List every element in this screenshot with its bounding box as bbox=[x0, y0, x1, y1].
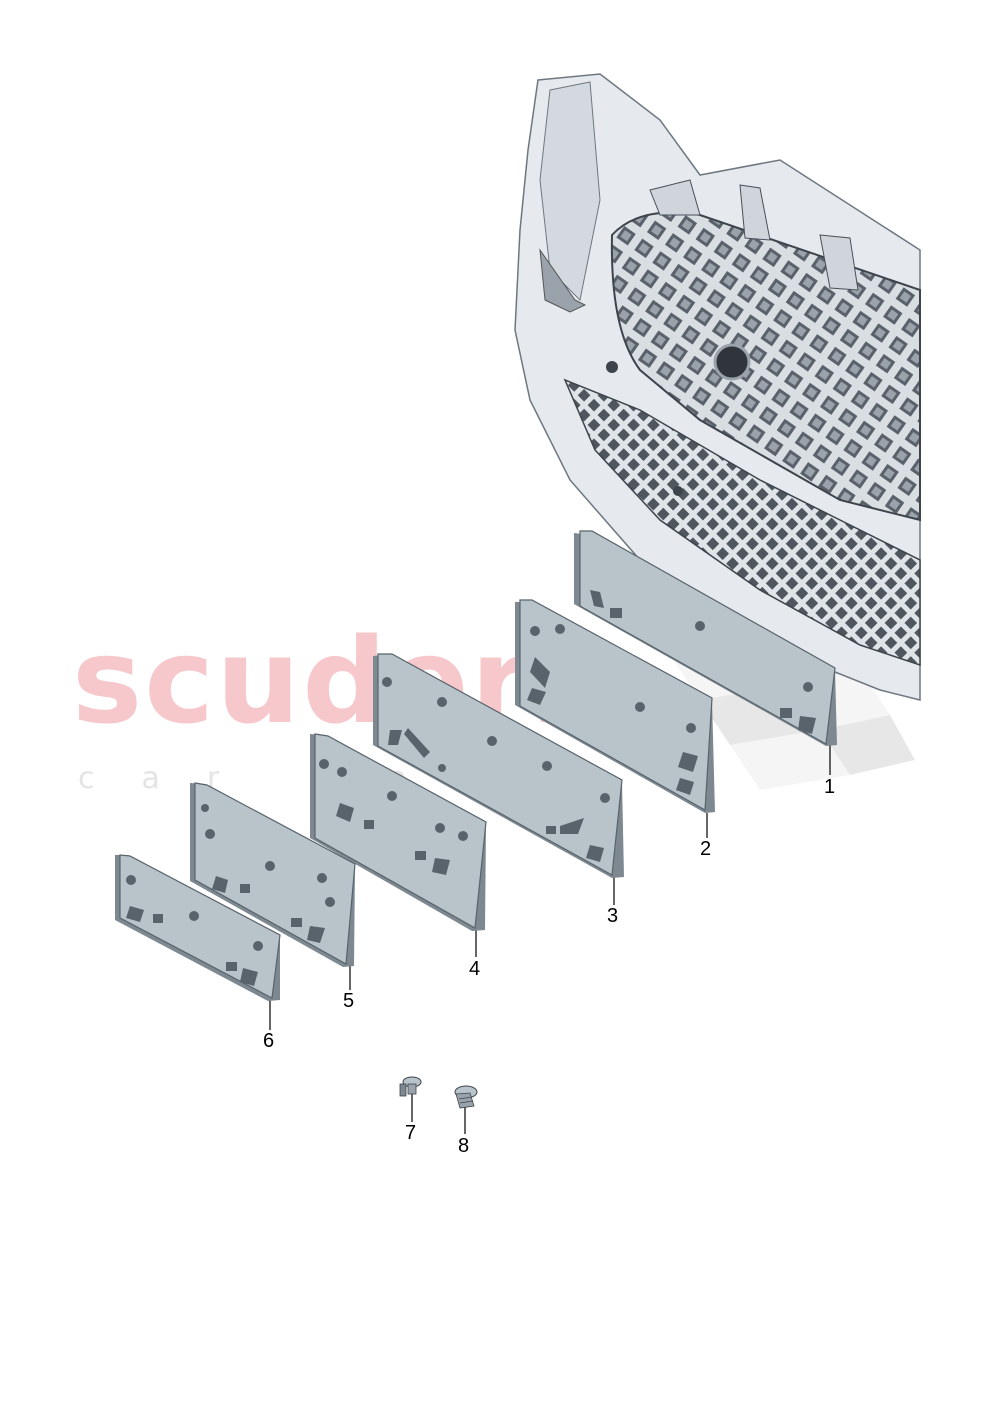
callout-1: 1 bbox=[824, 776, 835, 798]
lower-grille-mesh bbox=[563, 378, 921, 667]
grille-emblem bbox=[713, 343, 751, 381]
front-bumper bbox=[514, 73, 921, 701]
license-plate-bracket-2 bbox=[515, 599, 715, 813]
license-plate-bracket-5 bbox=[190, 782, 356, 967]
screw-fastener-8 bbox=[454, 1085, 478, 1109]
callout-6: 6 bbox=[263, 1030, 274, 1052]
callout-4: 4 bbox=[469, 958, 480, 980]
radiator-grille bbox=[610, 211, 921, 522]
license-plate-bracket-1 bbox=[574, 530, 837, 746]
license-plate-bracket-3 bbox=[373, 653, 624, 878]
callout-2: 2 bbox=[700, 838, 711, 860]
callout-numbers: 1 2 3 4 5 6 7 8 bbox=[263, 776, 835, 1157]
callout-3: 3 bbox=[607, 905, 618, 927]
callout-5: 5 bbox=[343, 990, 354, 1012]
license-plate-bracket-4 bbox=[310, 733, 487, 931]
callout-7: 7 bbox=[405, 1122, 416, 1144]
license-plate-bracket-6 bbox=[115, 854, 281, 1001]
rivet-fastener-7 bbox=[399, 1076, 422, 1097]
callout-8: 8 bbox=[458, 1135, 469, 1157]
